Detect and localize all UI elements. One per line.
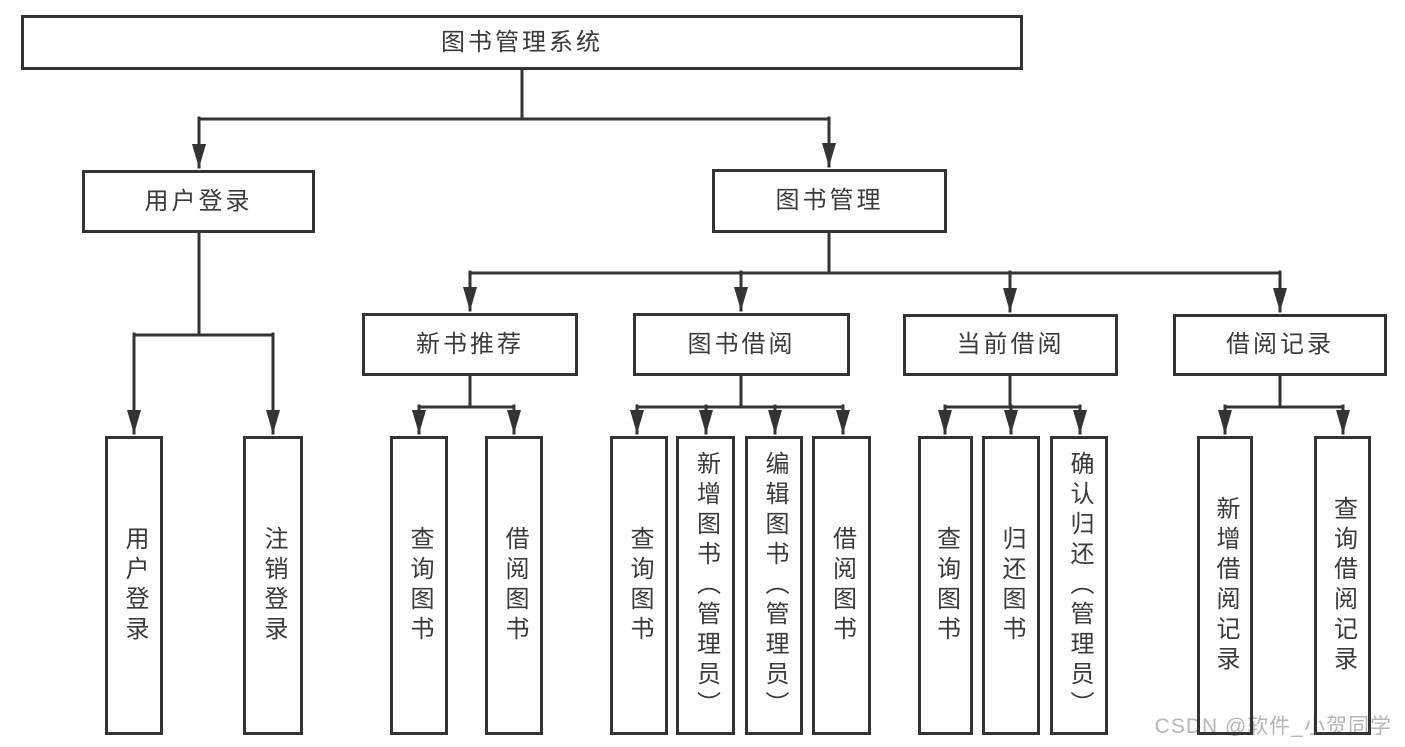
node-borrow-records: 借阅记录: [1173, 314, 1387, 376]
node-new-book-recommend: 新书推荐: [362, 313, 578, 376]
leaf-borrow-books-recommend: 借阅图书: [485, 436, 543, 735]
node-label: 借阅记录: [1226, 331, 1334, 358]
node-label: 图书管理系统: [441, 28, 603, 56]
connector-new-book-children: [412, 374, 521, 435]
leaf-confirm-return-admin: 确认归还（管理员）: [1050, 436, 1108, 735]
node-book-management: 图书管理: [712, 169, 947, 233]
node-label: 图书管理: [775, 187, 884, 214]
leaf-edit-book-admin: 编辑图书（管理员）: [745, 436, 803, 735]
node-label: 注销登录: [260, 525, 287, 646]
node-label: 查询图书: [626, 525, 653, 646]
leaf-return-books: 归还图书: [982, 436, 1040, 735]
node-label: 借阅图书: [501, 525, 528, 646]
leaf-query-borrow-record: 查询借阅记录: [1314, 436, 1371, 735]
node-label: 编辑图书（管理员）: [761, 450, 788, 721]
node-label: 用户登录: [144, 187, 253, 215]
connector-current-borrow-children: [938, 374, 1087, 435]
node-label: 用户登录: [121, 525, 148, 646]
leaf-add-book-admin: 新增图书（管理员）: [676, 436, 735, 735]
node-label: 查询图书: [932, 525, 960, 646]
node-label: 确认归还（管理员）: [1066, 450, 1093, 721]
connector-book-management-children: [463, 231, 1287, 313]
node-label: 查询图书: [406, 525, 433, 646]
connector-root-to-level2: [192, 66, 836, 169]
connector-user-login-children: [127, 231, 280, 435]
leaf-user-login: 用户登录: [105, 436, 163, 735]
node-user-login: 用户登录: [82, 170, 315, 233]
leaf-add-borrow-record: 新增借阅记录: [1197, 436, 1253, 735]
leaf-query-books-current: 查询图书: [918, 436, 973, 735]
node-label: 新书推荐: [416, 330, 524, 358]
leaf-borrow-books: 借阅图书: [812, 436, 871, 735]
csdn-watermark: CSDN @软件_小贺同学: [1154, 715, 1392, 738]
node-label: 借阅图书: [828, 525, 856, 646]
node-root: 图书管理系统: [21, 15, 1023, 70]
leaf-query-books-recommend: 查询图书: [390, 436, 448, 735]
connector-book-borrow-children: [630, 374, 850, 435]
leaf-logout: 注销登录: [243, 436, 303, 735]
node-book-borrow: 图书借阅: [633, 313, 850, 376]
connector-borrow-records-children: [1218, 374, 1350, 435]
node-current-borrow: 当前借阅: [903, 314, 1118, 376]
node-label: 当前借阅: [956, 331, 1065, 358]
node-label: 归还图书: [998, 525, 1025, 646]
node-label: 新增借阅记录: [1212, 495, 1239, 676]
node-label: 查询借阅记录: [1329, 495, 1357, 676]
node-label: 新增图书（管理员）: [692, 450, 720, 721]
leaf-query-books-borrow: 查询图书: [610, 436, 668, 735]
node-label: 图书借阅: [687, 330, 796, 358]
